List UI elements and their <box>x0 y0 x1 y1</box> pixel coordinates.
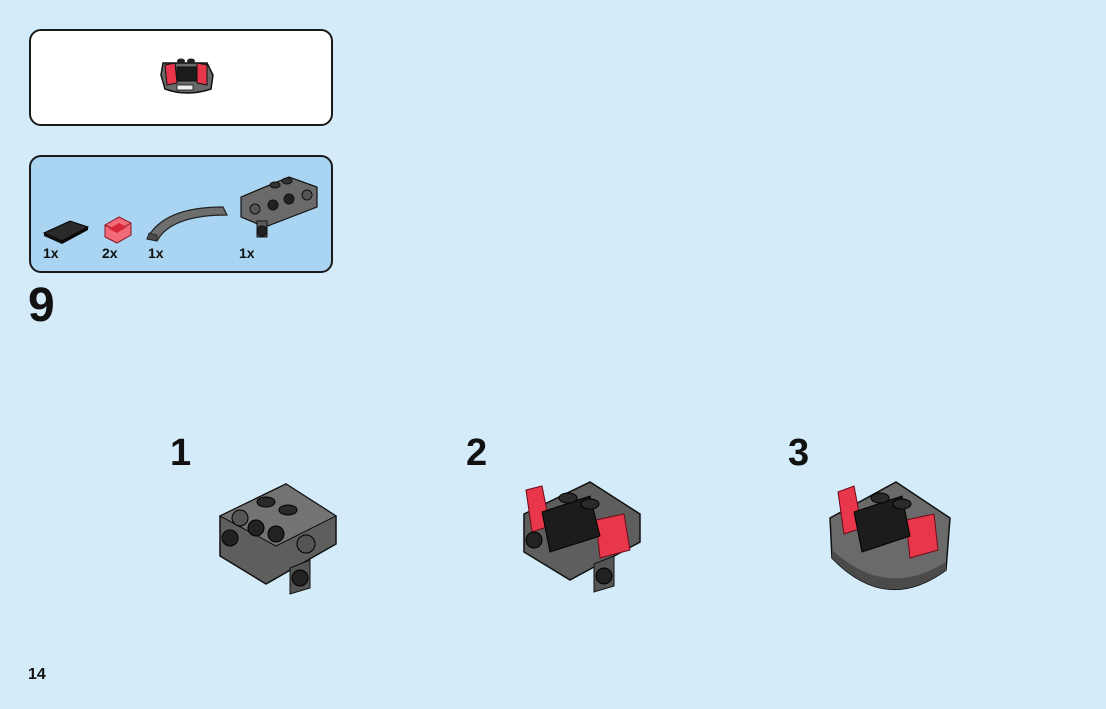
substep-number: 1 <box>170 432 192 474</box>
trans-red-slope-icon <box>104 216 132 244</box>
part-quantity: 1x <box>43 245 59 261</box>
parts-list-panel: 1x 2x 1x 1x <box>29 155 333 273</box>
part-quantity: 1x <box>239 245 255 261</box>
result-panel <box>29 29 333 126</box>
page-number: 14 <box>28 666 46 683</box>
black-tile-icon <box>42 220 90 244</box>
part-quantity: 1x <box>148 245 164 261</box>
substep-number: 2 <box>466 432 488 474</box>
substep-number: 3 <box>788 432 810 474</box>
bracket-plate-icon <box>218 483 338 595</box>
assembly-with-arch-icon <box>829 481 951 591</box>
step-number: 9 <box>28 279 55 332</box>
curved-arch-icon <box>146 206 228 242</box>
finished-headlight-assembly-icon <box>160 58 214 94</box>
part-quantity: 2x <box>102 245 118 261</box>
bracket-plate-icon <box>240 176 318 238</box>
bracket-with-slopes-icon <box>523 481 641 593</box>
